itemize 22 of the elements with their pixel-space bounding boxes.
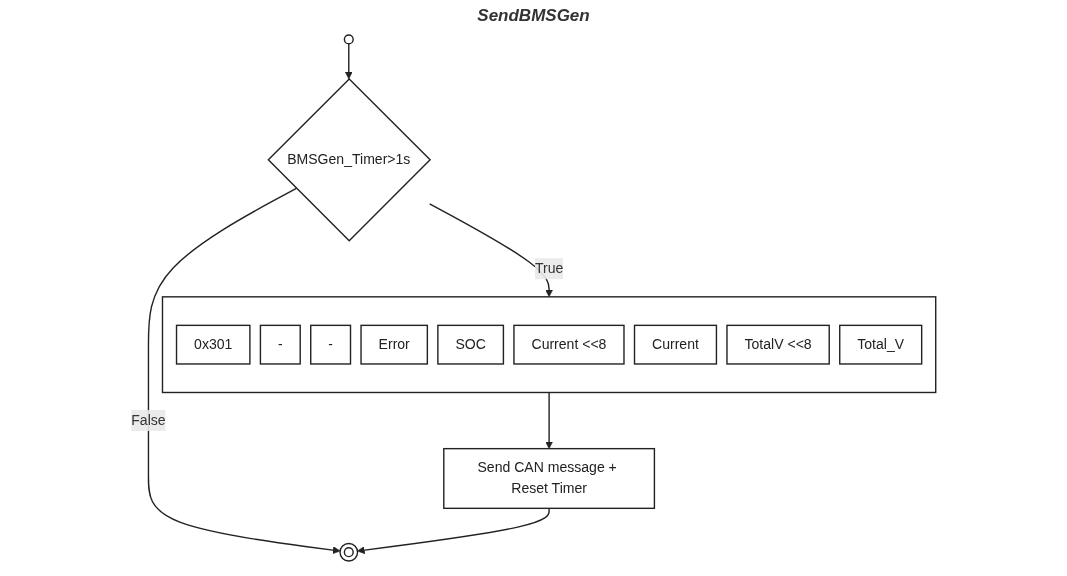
node-box: Error (360, 324, 429, 365)
node-box: Send CAN message + Reset Timer (443, 447, 656, 510)
arrow (344, 43, 353, 80)
edge-label: True (534, 260, 564, 276)
node-box: Total_V (839, 324, 923, 365)
node-box: - (310, 324, 352, 365)
arrow (357, 507, 550, 554)
node-bullseye (339, 542, 359, 562)
arrow (545, 391, 553, 449)
diagram-title: SendBMSGen (476, 6, 591, 26)
node-box: SOC (437, 324, 505, 365)
node-box: Current (633, 324, 718, 365)
node-diamond: BMSGen_Timer>1s (267, 77, 432, 242)
node-box: 0x301 (175, 324, 251, 365)
node-circle (343, 34, 354, 45)
node-box: Current <<8 (513, 324, 625, 365)
edge-label: False (131, 412, 166, 428)
node-box: - (259, 324, 301, 365)
arrow (147, 187, 341, 554)
node-box: TotalV <<8 (726, 324, 830, 365)
cluster (161, 296, 937, 394)
arrow (428, 203, 553, 298)
